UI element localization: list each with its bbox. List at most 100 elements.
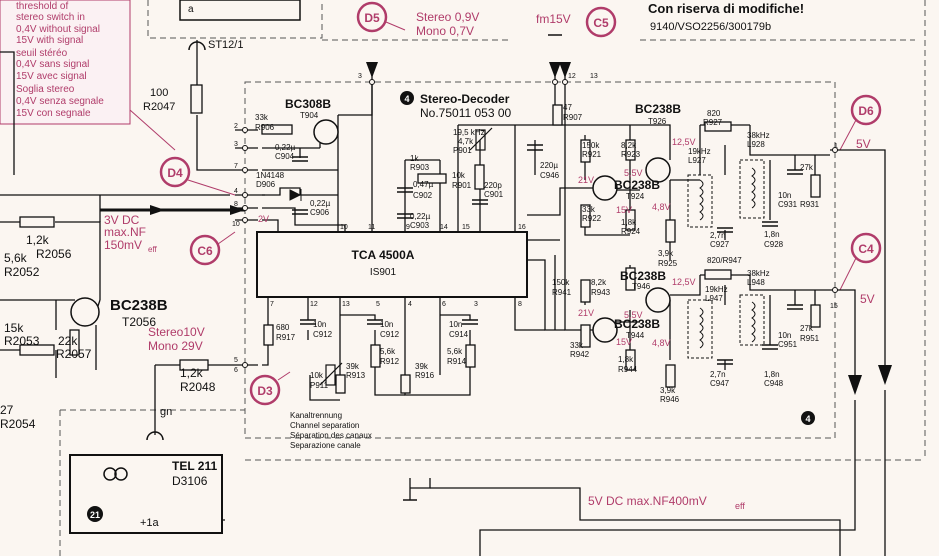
wire [262,207,346,232]
label-c948-value: 1,8n [764,370,780,379]
label-r925-value: 3,9k [658,249,674,258]
pin-6-left: 6 [234,367,238,374]
marker-label-c4: C4 [858,242,874,256]
decoder-title: Stereo-Decoder [420,92,510,106]
label-r931-value: 27k [800,163,814,172]
marker-label-d3: D3 [257,384,273,398]
label-r916-value: 39k [415,362,429,371]
label-r2056-value: 1,2k [26,233,50,247]
note-line: 0,4V senza segnale [16,96,104,107]
wire [430,487,841,556]
label-r921-value: 150k [582,141,600,150]
terminal [552,79,558,85]
resistor-r912 [370,344,381,368]
voltage-15v-a: 15V [616,205,632,215]
note-line: 15V with signal [16,35,83,46]
connectors [146,41,206,441]
pin-terminals [242,79,838,368]
pot-p911 [325,364,336,386]
corner-number: 4 [805,414,810,424]
label-l928-freq: 38kHz [747,131,770,140]
label-p911-value: 10k [310,371,324,380]
label-sep-de: Kanaltrennung [290,411,342,420]
capacitor-c912b [367,319,383,325]
connector-st12 [188,41,206,51]
stereo-voltage-label: Stereo 0,9V [416,10,479,24]
label-c951-value: 10n [778,331,791,340]
label-r901-value: 10k [452,171,466,180]
capacitor-c948 [762,344,778,350]
wire [309,375,340,401]
label-r917-value: 680 [276,323,290,332]
note-line: seuil stéréo [16,48,68,59]
terminal [242,127,248,133]
marker-label-c5: C5 [593,16,609,30]
connector-gn [146,431,164,441]
ic-pin-16: 16 [518,224,526,231]
pin-4-left: 4 [234,188,238,195]
label-l928: L928 [747,140,765,149]
arrow-down [559,62,571,78]
wire [440,314,471,320]
mono-29v-label: Mono 29V [148,339,203,353]
note-line: stereo switch in [16,12,85,23]
label-r946-value: 3,9k [660,386,676,395]
threshold-note-text: threshold of stereo switch in 0,4V witho… [16,1,104,119]
module-21-number: 21 [90,510,100,520]
wire [55,221,101,300]
terminal [242,217,248,223]
circle-glyph [103,467,117,481]
label-r927: R927 [703,118,723,127]
wire [0,51,15,175]
resistor-r2057 [69,329,80,356]
note-line: 0,4V sans signal [16,59,89,70]
resistors [19,84,821,394]
resistor-r2048 [179,359,209,371]
label-c928: C928 [764,240,784,249]
marker-d6 [850,94,882,126]
label-r951: R951 [800,334,820,343]
capacitor-c904 [292,156,308,162]
terminal [242,145,248,151]
label-r903-value: 1k [410,154,419,163]
label-r907: R907 [563,113,583,122]
wire [262,345,269,366]
terminal [242,167,248,173]
decoder-part-number: No.75011 053 00 [420,106,512,120]
eff-subscript: eff [148,245,158,254]
resistor-r942 [580,324,591,348]
label-c931-value: 10n [778,191,791,200]
ic-pin-4: 4 [408,301,412,308]
label-c902-value: 0,47µ [413,180,434,189]
marker-leaders [187,21,857,381]
label-p901-value: 4,7k [458,137,474,146]
marker-label-d4: D4 [167,166,183,180]
pin-5-left: 5 [234,357,238,364]
pin-2-left: 2 [234,123,238,130]
stereo-10v-label: Stereo10V [148,325,205,339]
terminal [562,79,568,85]
resistor-r947 [704,269,732,280]
wire [830,149,886,365]
coil-l947 [687,299,713,359]
capacitor-c927 [717,227,733,233]
label-p901-freq: 19,5 kHz [453,128,485,137]
threshold-note-box [0,0,131,125]
pin-10-left: 10 [232,221,240,228]
label-r925: R925 [658,259,678,268]
voltage-2v: 2V [258,214,269,224]
resistor-r941 [580,279,591,303]
label-p901: P901 [453,146,472,155]
wire [338,62,373,116]
label-r922: R922 [582,214,602,223]
coil-winding [699,179,704,221]
label-r2048-value: 1,2k [180,366,204,380]
leader-c4 [839,257,857,291]
coil-l927 [687,174,713,228]
coil-l928 [739,159,765,219]
top-small-box [179,0,301,21]
pin-7-left: 7 [234,163,238,170]
arrow-down [848,375,862,395]
leader-d3 [277,371,291,381]
